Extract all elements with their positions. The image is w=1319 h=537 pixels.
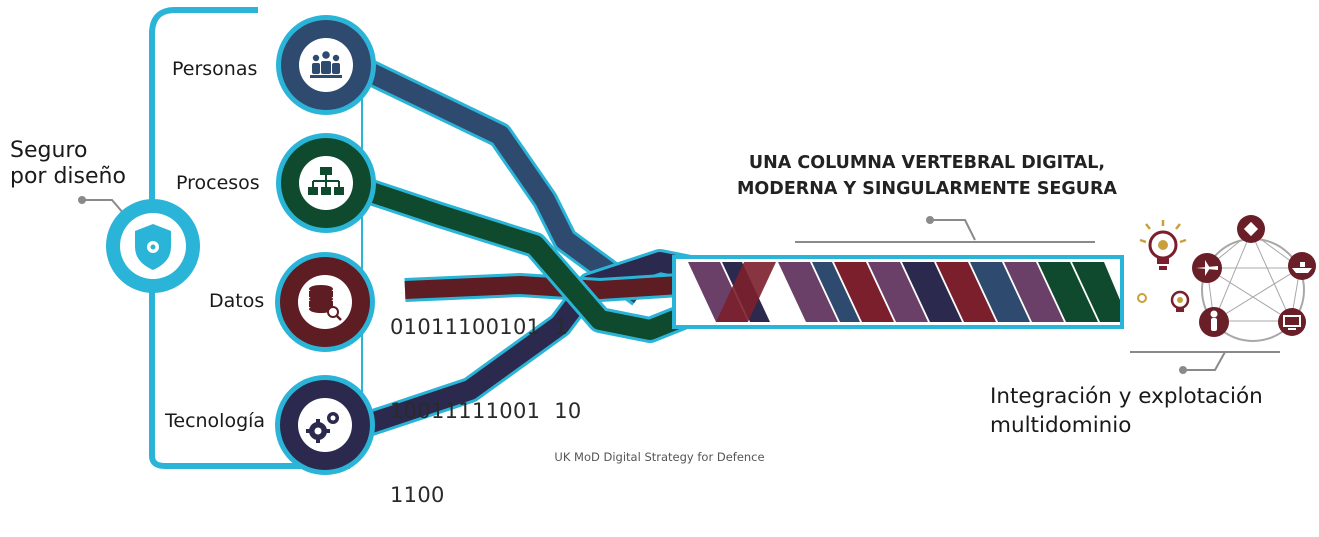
node-label-datos: Datos (209, 290, 265, 312)
grey-connectors (82, 199, 1280, 371)
lightbulb-gear-icon (1139, 220, 1187, 270)
node-tecnologia (275, 375, 375, 475)
connector-dot (1179, 366, 1187, 374)
hierarchy-icon (308, 167, 344, 195)
digital-spine (672, 255, 1124, 329)
node-datos (275, 252, 375, 352)
connector-dot (926, 216, 934, 224)
satellite-icon (1237, 215, 1265, 243)
node-label-tecnologia: Tecnología (165, 410, 266, 432)
multidomain-label-line1: Integración y explotación (990, 384, 1263, 409)
aircraft-icon (1192, 253, 1222, 283)
spine-title-line1: UNA COLUMNA VERTEBRAL DIGITAL, (748, 153, 1106, 173)
binary-line: 1100 (390, 483, 445, 507)
binary-text: 01011100101 1 10011111001 10 1100 (390, 257, 582, 537)
node-label-procesos: Procesos (176, 172, 260, 194)
multidomain-label-line2: multidominio (990, 413, 1132, 438)
spine-title-line2: MODERNA Y SINGULARMENTE SEGURA (737, 179, 1117, 199)
secure-label-line2: por diseño (10, 164, 126, 189)
ship-icon (1288, 252, 1316, 280)
caption: UK MoD Digital Strategy for Defence (554, 450, 765, 464)
digital-backbone-diagram (78, 7, 1316, 475)
spine-title: UNA COLUMNA VERTEBRAL DIGITAL, MODERNA Y… (693, 150, 1161, 202)
soldier-icon (1199, 307, 1229, 337)
gears-icon (306, 412, 339, 443)
people-icon (310, 51, 342, 78)
node-personas (276, 15, 376, 115)
ribbons (359, 58, 705, 438)
node-procesos (276, 133, 376, 233)
multidomain-label: Integración y explotación multidominio (990, 382, 1310, 440)
secure-by-design-icon (106, 199, 200, 293)
connector-dot (78, 196, 86, 204)
binary-line: 01011100101 1 (390, 315, 568, 339)
binary-line: 10011111001 10 (390, 399, 582, 423)
database-search-icon (309, 285, 342, 321)
computer-icon (1278, 308, 1306, 336)
lightbulb-gear-icon-small (1137, 290, 1190, 312)
secure-label-line1: Seguro (10, 138, 88, 163)
node-label-personas: Personas (172, 58, 258, 80)
secure-by-design-label: Seguro por diseño (10, 138, 170, 190)
